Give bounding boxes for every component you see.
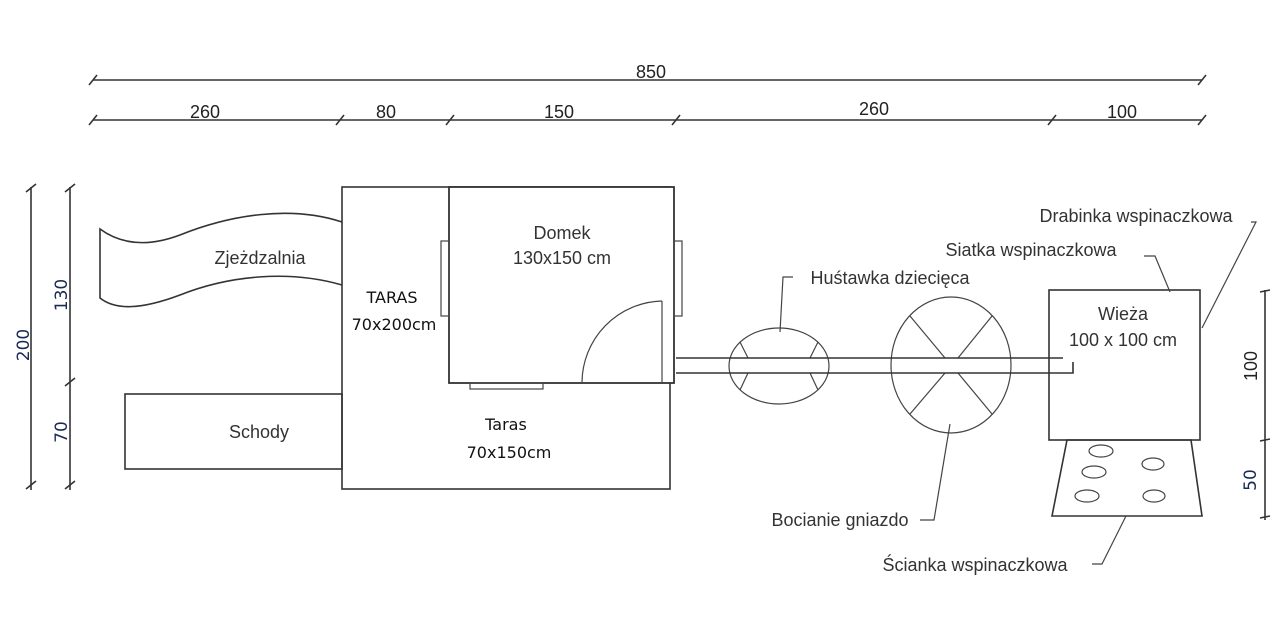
tower-size: 100 x 100 cm	[1069, 330, 1177, 350]
tower: Wieża 100 x 100 cm	[1048, 289, 1201, 441]
callout-climbing-wall: Ścianka wspinaczkowa	[882, 515, 1127, 575]
callout-label: Huśtawka dziecięca	[810, 268, 970, 288]
dimension-label-segment: 150	[544, 102, 574, 122]
house: Domek 130x150 cm	[440, 186, 683, 390]
dimension-label-total: 850	[636, 62, 666, 82]
stairs: Schody	[124, 393, 343, 470]
stork-nest-ropes	[909, 315, 993, 415]
child-swing-ropes	[739, 341, 819, 391]
beam	[676, 357, 1074, 374]
window	[469, 382, 544, 390]
callout-child-swing: Huśtawka dziecięca	[779, 268, 971, 333]
child-swing	[728, 327, 830, 405]
dimension-label-left-part: 70	[52, 421, 72, 443]
callout-label: Drabinka wspinaczkowa	[1039, 206, 1233, 226]
window	[440, 240, 450, 317]
callout-label: Siatka wspinaczkowa	[945, 240, 1117, 260]
dimension-label-right-part: 50	[1241, 469, 1261, 491]
climbing-wall	[1051, 439, 1203, 517]
dimension-label-segment: 260	[190, 102, 220, 122]
terrace: TARAS 70x200cm Taras 70x150cm	[341, 186, 671, 490]
terrace-left-size: 70x200cm	[352, 315, 437, 334]
stork-nest	[890, 296, 1012, 434]
house-size: 130x150 cm	[513, 248, 611, 268]
dimension-label-right-part: 100	[1241, 351, 1261, 381]
dimension-right: 100 50	[1241, 289, 1271, 520]
slide: Zjeżdzalnia	[99, 212, 343, 308]
terrace-bottom-title: Taras	[484, 415, 527, 434]
stairs-label: Schody	[229, 422, 289, 442]
terrace-bottom-size: 70x150cm	[467, 443, 552, 462]
dimension-label-segment: 80	[376, 102, 396, 122]
callout-climbing-ladder: Drabinka wspinaczkowa	[1039, 206, 1257, 329]
terrace-left-title: TARAS	[365, 288, 417, 307]
callout-label: Bocianie gniazdo	[771, 510, 908, 530]
callout-stork-nest: Bocianie gniazdo	[771, 423, 951, 530]
house-title: Domek	[533, 223, 591, 243]
dimension-total: 850	[88, 62, 1207, 86]
window	[673, 240, 683, 317]
dimension-segments: 260 80 150 260 100	[88, 99, 1207, 126]
dimension-left: 200 130 70	[14, 183, 76, 490]
tower-title: Wieża	[1098, 304, 1149, 324]
door	[581, 300, 663, 384]
dimension-label-left-total: 200	[14, 329, 34, 361]
callout-label: Ścianka wspinaczkowa	[882, 554, 1068, 575]
dimension-label-segment: 260	[859, 99, 889, 119]
dimension-label-left-part: 130	[52, 279, 72, 311]
dimension-label-segment: 100	[1107, 102, 1137, 122]
slide-label: Zjeżdzalnia	[214, 248, 306, 268]
callout-climbing-net: Siatka wspinaczkowa	[945, 240, 1171, 293]
